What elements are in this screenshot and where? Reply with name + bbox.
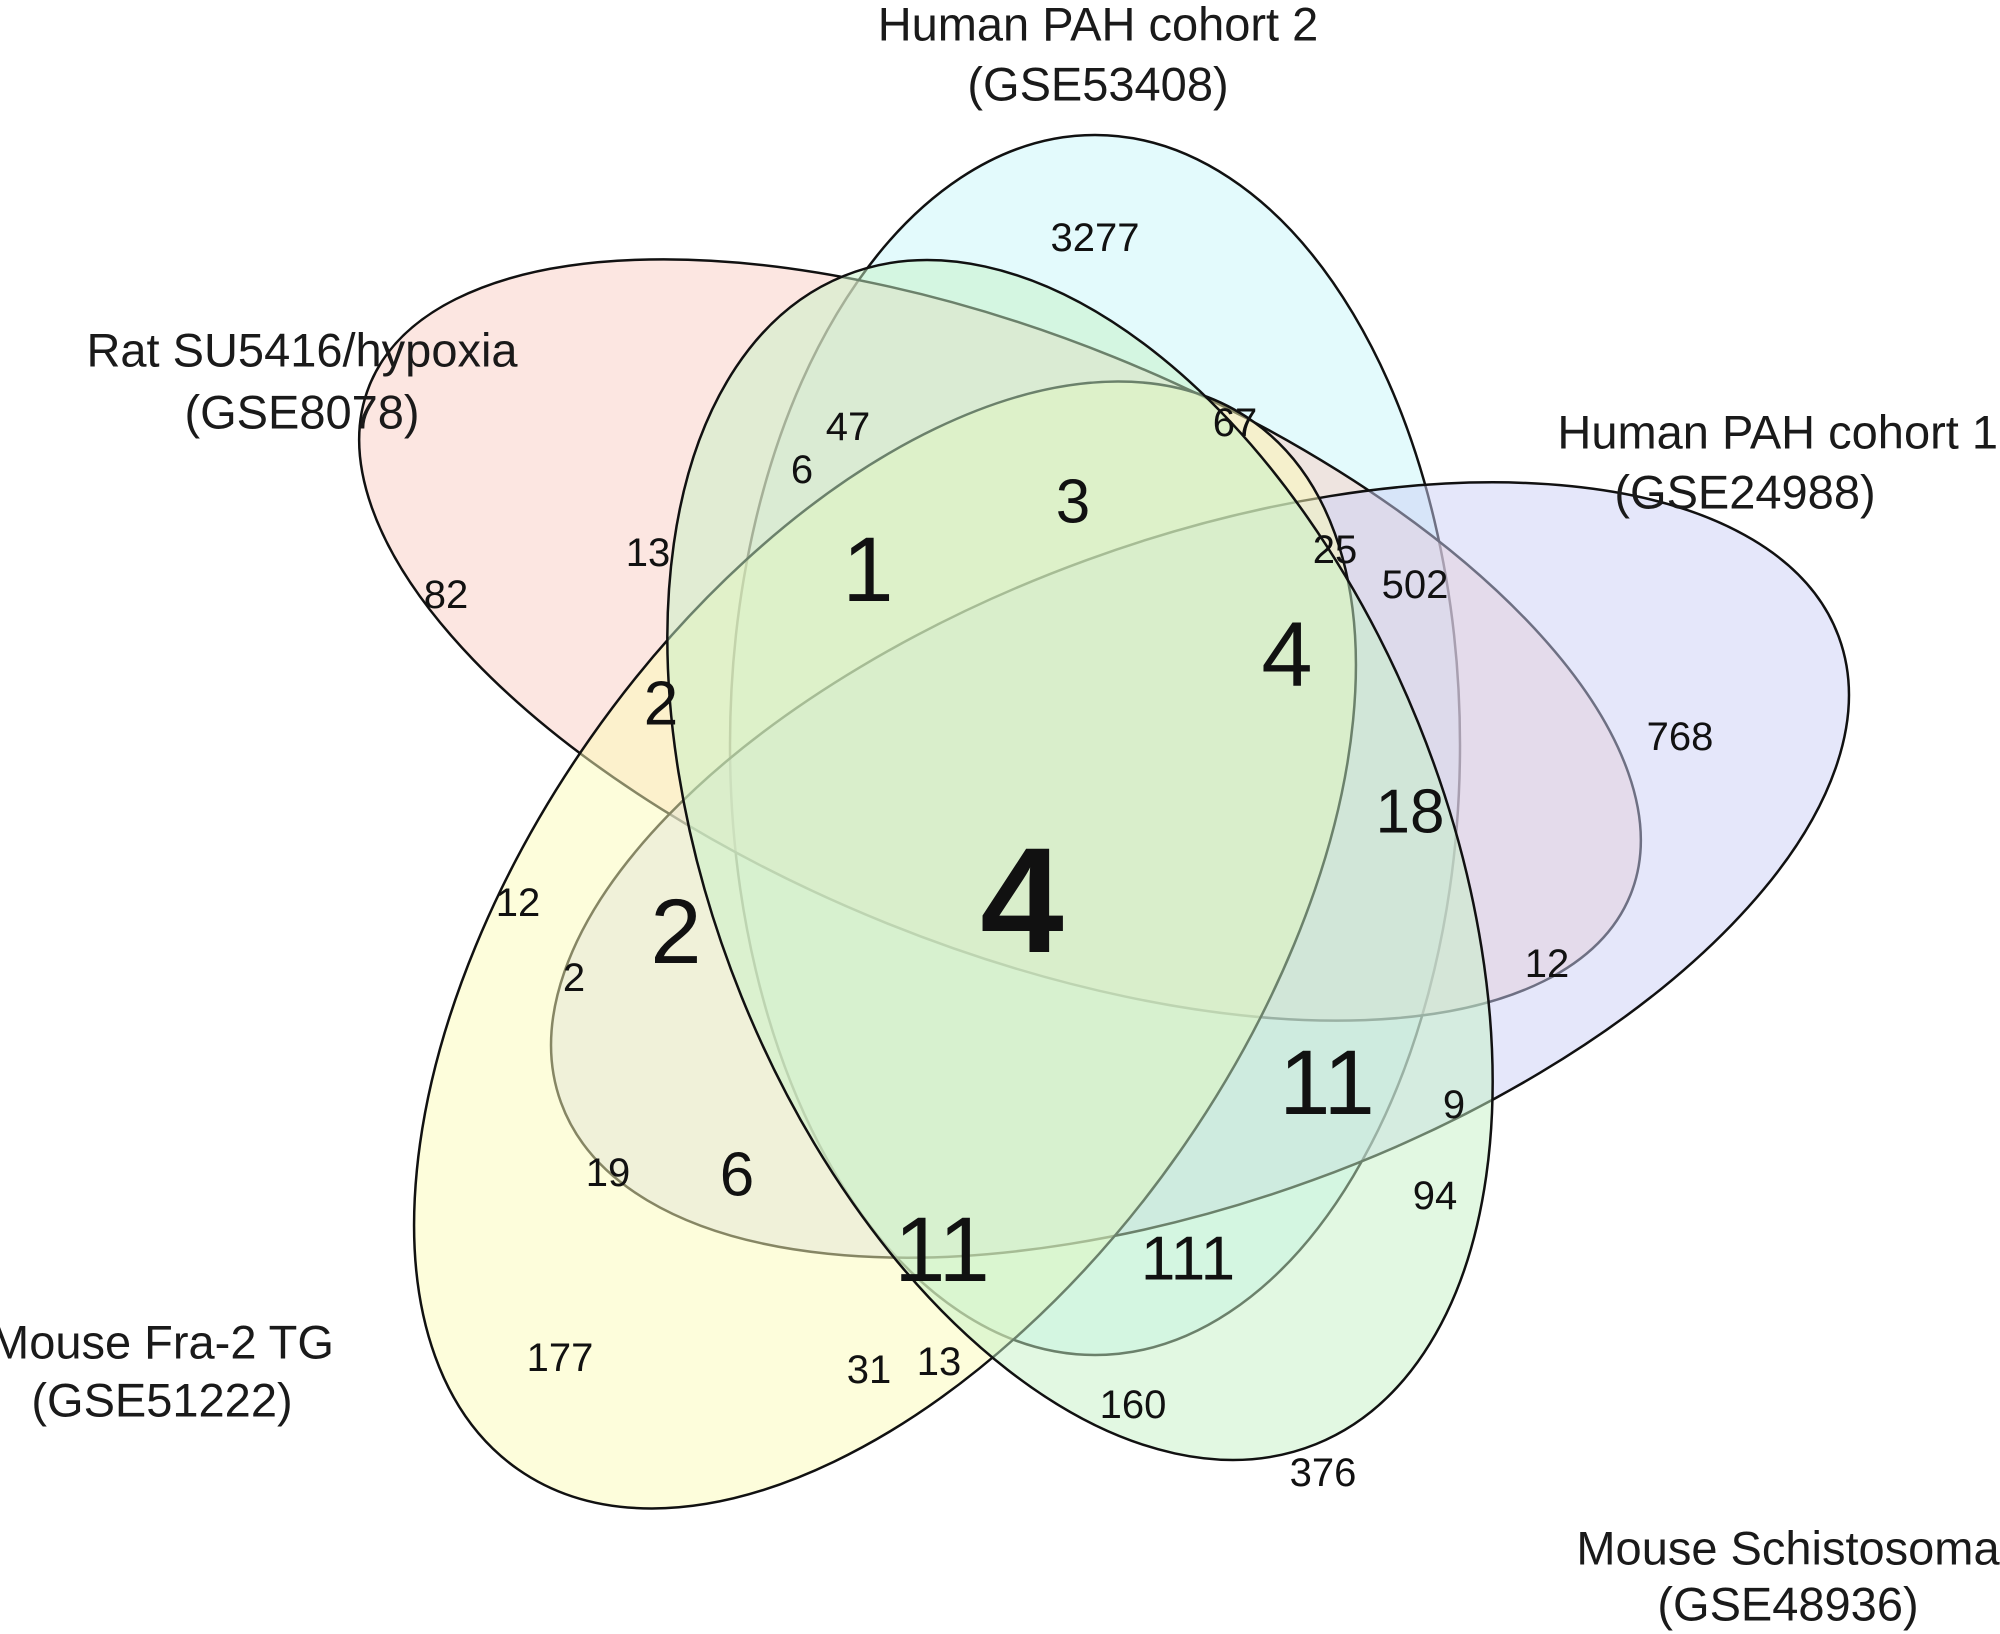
count-160: 160: [1100, 1383, 1167, 1427]
label-fra2-title: Mouse Fra-2 TG: [0, 1316, 334, 1369]
count-4b: 4: [1261, 604, 1312, 706]
label-cohort1-accession: (GSE24988): [1614, 466, 1875, 519]
count-1: 1: [842, 519, 893, 621]
label-schisto-accession: (GSE48936): [1657, 1578, 1918, 1631]
count-6a: 6: [791, 448, 813, 492]
count-2b: 2: [650, 881, 701, 983]
count-2c: 2: [563, 956, 585, 1000]
count-12a: 12: [496, 881, 541, 925]
count-111: 111: [1141, 1225, 1235, 1294]
count-18: 18: [1376, 778, 1445, 847]
count-11b: 11: [894, 1199, 990, 1301]
count-3: 3: [1056, 468, 1090, 537]
count-center: 4: [980, 816, 1063, 984]
count-67: 67: [1213, 401, 1258, 445]
label-cohort2-accession: (GSE53408): [967, 58, 1228, 111]
label-rat-title: Rat SU5416/hypoxia: [86, 324, 518, 377]
count-13a: 13: [626, 531, 671, 575]
count-31: 31: [847, 1348, 892, 1392]
label-fra2-accession: (GSE51222): [31, 1374, 292, 1427]
count-25: 25: [1313, 528, 1358, 572]
count-47: 47: [826, 405, 871, 449]
count-9: 9: [1443, 1083, 1465, 1127]
label-rat-accession: (GSE8078): [184, 386, 419, 439]
ellipse-schisto: [666, 258, 1494, 1462]
label-schisto-title: Mouse Schistosoma: [1576, 1522, 2000, 1575]
count-schisto-only: 376: [1290, 1451, 1357, 1495]
count-502: 502: [1382, 563, 1449, 607]
count-94: 94: [1413, 1174, 1458, 1218]
count-2a: 2: [644, 670, 678, 739]
count-rat-only: 82: [424, 573, 469, 617]
count-fra2-only: 177: [527, 1336, 594, 1380]
label-cohort2-title: Human PAH cohort 2: [878, 0, 1319, 51]
label-cohort1-title: Human PAH cohort 1: [1557, 406, 1998, 459]
count-13b: 13: [917, 1340, 962, 1384]
count-11a: 11: [1279, 1032, 1375, 1134]
count-19: 19: [586, 1151, 631, 1195]
count-12b: 12: [1525, 942, 1570, 986]
count-cohort1-only: 768: [1647, 715, 1714, 759]
count-6b: 6: [720, 1141, 754, 1210]
count-cohort2-only: 3277: [1051, 216, 1140, 260]
